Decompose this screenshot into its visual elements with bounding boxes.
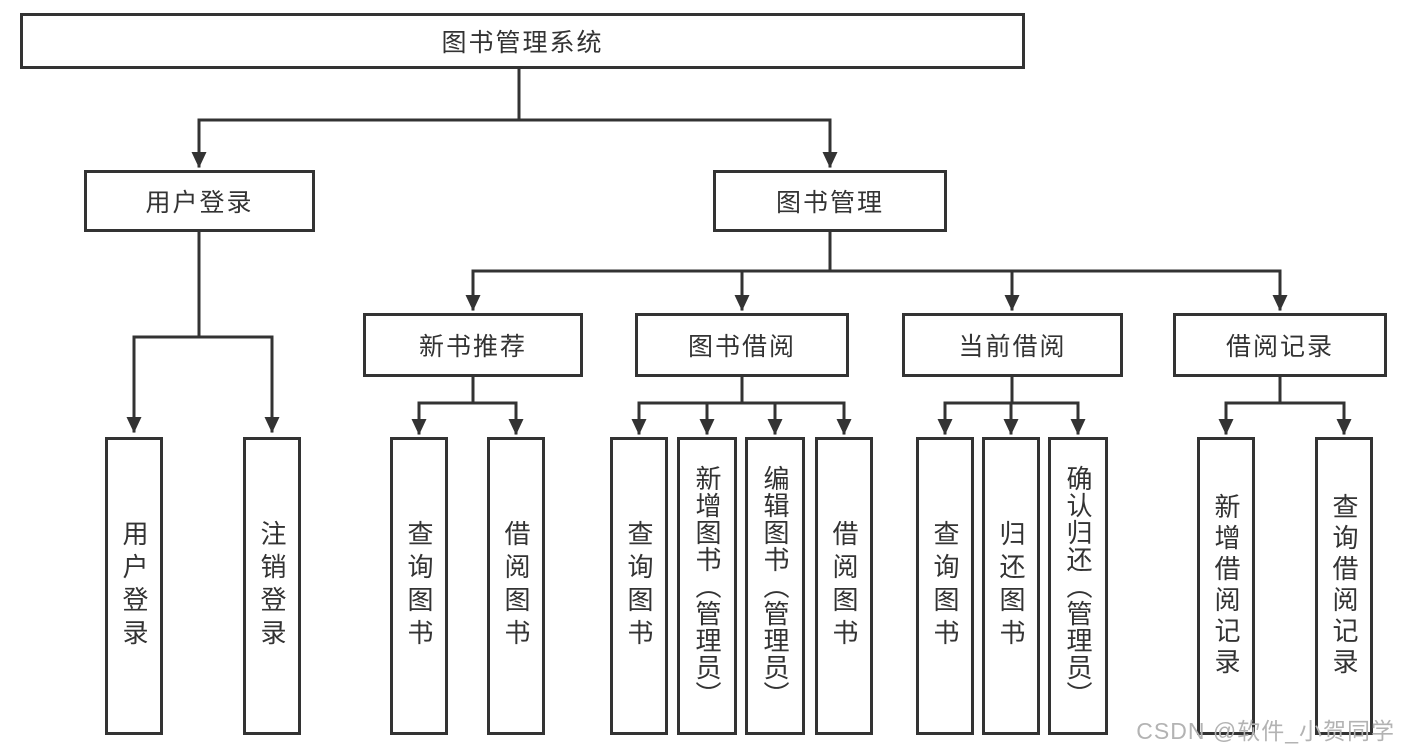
node-user-login: 用户登录 bbox=[84, 170, 315, 232]
leaf-query-books-borrow: 查询图书 bbox=[610, 437, 668, 735]
leaf-add-borrow-record: 新增借阅记录 bbox=[1197, 437, 1255, 735]
leaf-query-borrow-record: 查询借阅记录 bbox=[1315, 437, 1373, 735]
node-new-book-recommendation: 新书推荐 bbox=[363, 313, 583, 377]
leaf-logout: 注销登录 bbox=[243, 437, 301, 735]
leaf-borrow-books-recommend: 借阅图书 bbox=[487, 437, 545, 735]
node-borrowing-records: 借阅记录 bbox=[1173, 313, 1387, 377]
csdn-watermark: CSDN @软件_小贺同学 bbox=[1136, 718, 1395, 744]
node-book-borrowing: 图书借阅 bbox=[635, 313, 849, 377]
leaf-add-book-admin: 新增图书（管理员） bbox=[677, 437, 737, 735]
node-root: 图书管理系统 bbox=[20, 13, 1025, 69]
leaf-return-books: 归还图书 bbox=[982, 437, 1040, 735]
leaf-confirm-return-admin: 确认归还（管理员） bbox=[1048, 437, 1108, 735]
leaf-query-books-current: 查询图书 bbox=[916, 437, 974, 735]
node-current-borrowing: 当前借阅 bbox=[902, 313, 1123, 377]
leaf-borrow-books-borrow: 借阅图书 bbox=[815, 437, 873, 735]
leaf-user-login: 用户登录 bbox=[105, 437, 163, 735]
node-book-management: 图书管理 bbox=[713, 170, 947, 232]
leaf-edit-book-admin: 编辑图书（管理员） bbox=[745, 437, 805, 735]
leaf-query-books-recommend: 查询图书 bbox=[390, 437, 448, 735]
